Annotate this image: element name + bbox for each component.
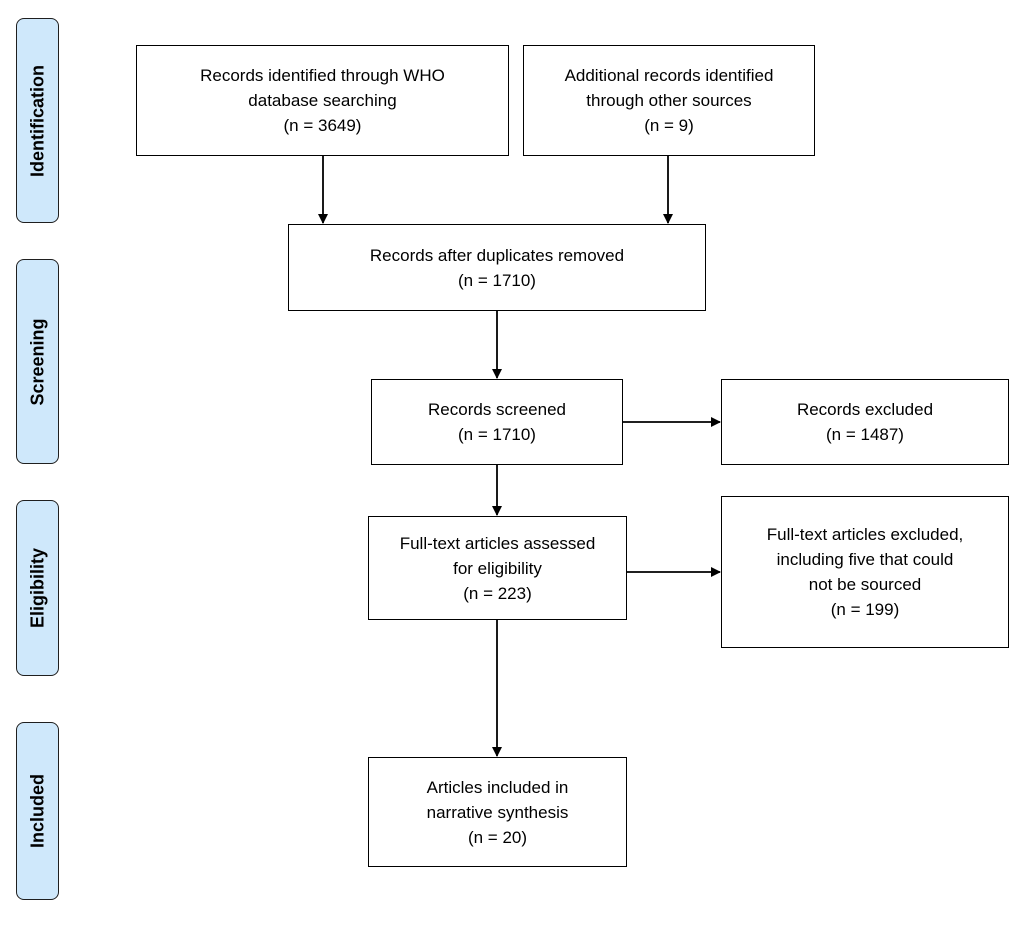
box-fulltext-assessed: Full-text articles assessed for eligibil… xyxy=(368,516,627,620)
box-included-synthesis-count: (n = 20) xyxy=(467,827,528,847)
box-who-database-search-line1: Records identified through WHO xyxy=(200,66,445,85)
box-records-excluded-count: (n = 1487) xyxy=(826,425,904,444)
box-fulltext-excluded-line2: including five that could xyxy=(776,550,954,569)
box-who-database-search-count: (n = 3649) xyxy=(283,116,362,135)
box-records-excluded-line1: Records excluded xyxy=(796,400,934,419)
stage-screening-label: Screening xyxy=(27,317,47,406)
box-other-sources-count: (n = 9) xyxy=(644,116,694,135)
box-who-database-search: Records identified through WHO database … xyxy=(136,45,509,156)
box-other-sources: Additional records identified through ot… xyxy=(523,45,815,156)
box-duplicates-removed-count: (n = 1710) xyxy=(458,270,536,290)
box-fulltext-excluded-count: (n = 199) xyxy=(830,600,900,619)
box-fulltext-excluded-line3: not be sourced xyxy=(808,575,922,594)
box-fulltext-excluded-line1: Full-text articles excluded, xyxy=(766,525,964,544)
box-records-excluded: Records excluded (n = 1487) xyxy=(721,379,1009,465)
box-other-sources-line1: Additional records identified xyxy=(564,66,774,85)
box-other-sources-line2: through other sources xyxy=(586,91,752,110)
stage-eligibility: Eligibility xyxy=(16,500,59,676)
stage-included-label: Included xyxy=(27,773,47,849)
box-fulltext-assessed-count: (n = 223) xyxy=(463,583,532,603)
box-included-synthesis: Articles included in narrative synthesis… xyxy=(368,757,627,867)
box-duplicates-removed: Records after duplicates removed (n = 17… xyxy=(288,224,706,311)
box-records-screened-line1: Records screened xyxy=(428,400,566,419)
box-who-database-search-line2: database searching xyxy=(248,91,397,110)
stage-identification: Identification xyxy=(16,18,59,223)
box-fulltext-assessed-line2: for eligibility xyxy=(453,558,542,578)
box-duplicates-removed-line1: Records after duplicates removed xyxy=(369,245,625,265)
box-fulltext-excluded: Full-text articles excluded, including f… xyxy=(721,496,1009,648)
box-records-screened-count: (n = 1710) xyxy=(458,425,536,444)
box-fulltext-assessed-line1: Full-text articles assessed xyxy=(399,533,596,553)
stage-eligibility-label: Eligibility xyxy=(27,547,47,629)
stage-included: Included xyxy=(16,722,59,900)
box-records-screened: Records screened (n = 1710) xyxy=(371,379,623,465)
box-included-synthesis-line2: narrative synthesis xyxy=(426,802,569,822)
box-included-synthesis-line1: Articles included in xyxy=(426,777,569,797)
stage-identification-label: Identification xyxy=(27,64,47,177)
stage-screening: Screening xyxy=(16,259,59,464)
